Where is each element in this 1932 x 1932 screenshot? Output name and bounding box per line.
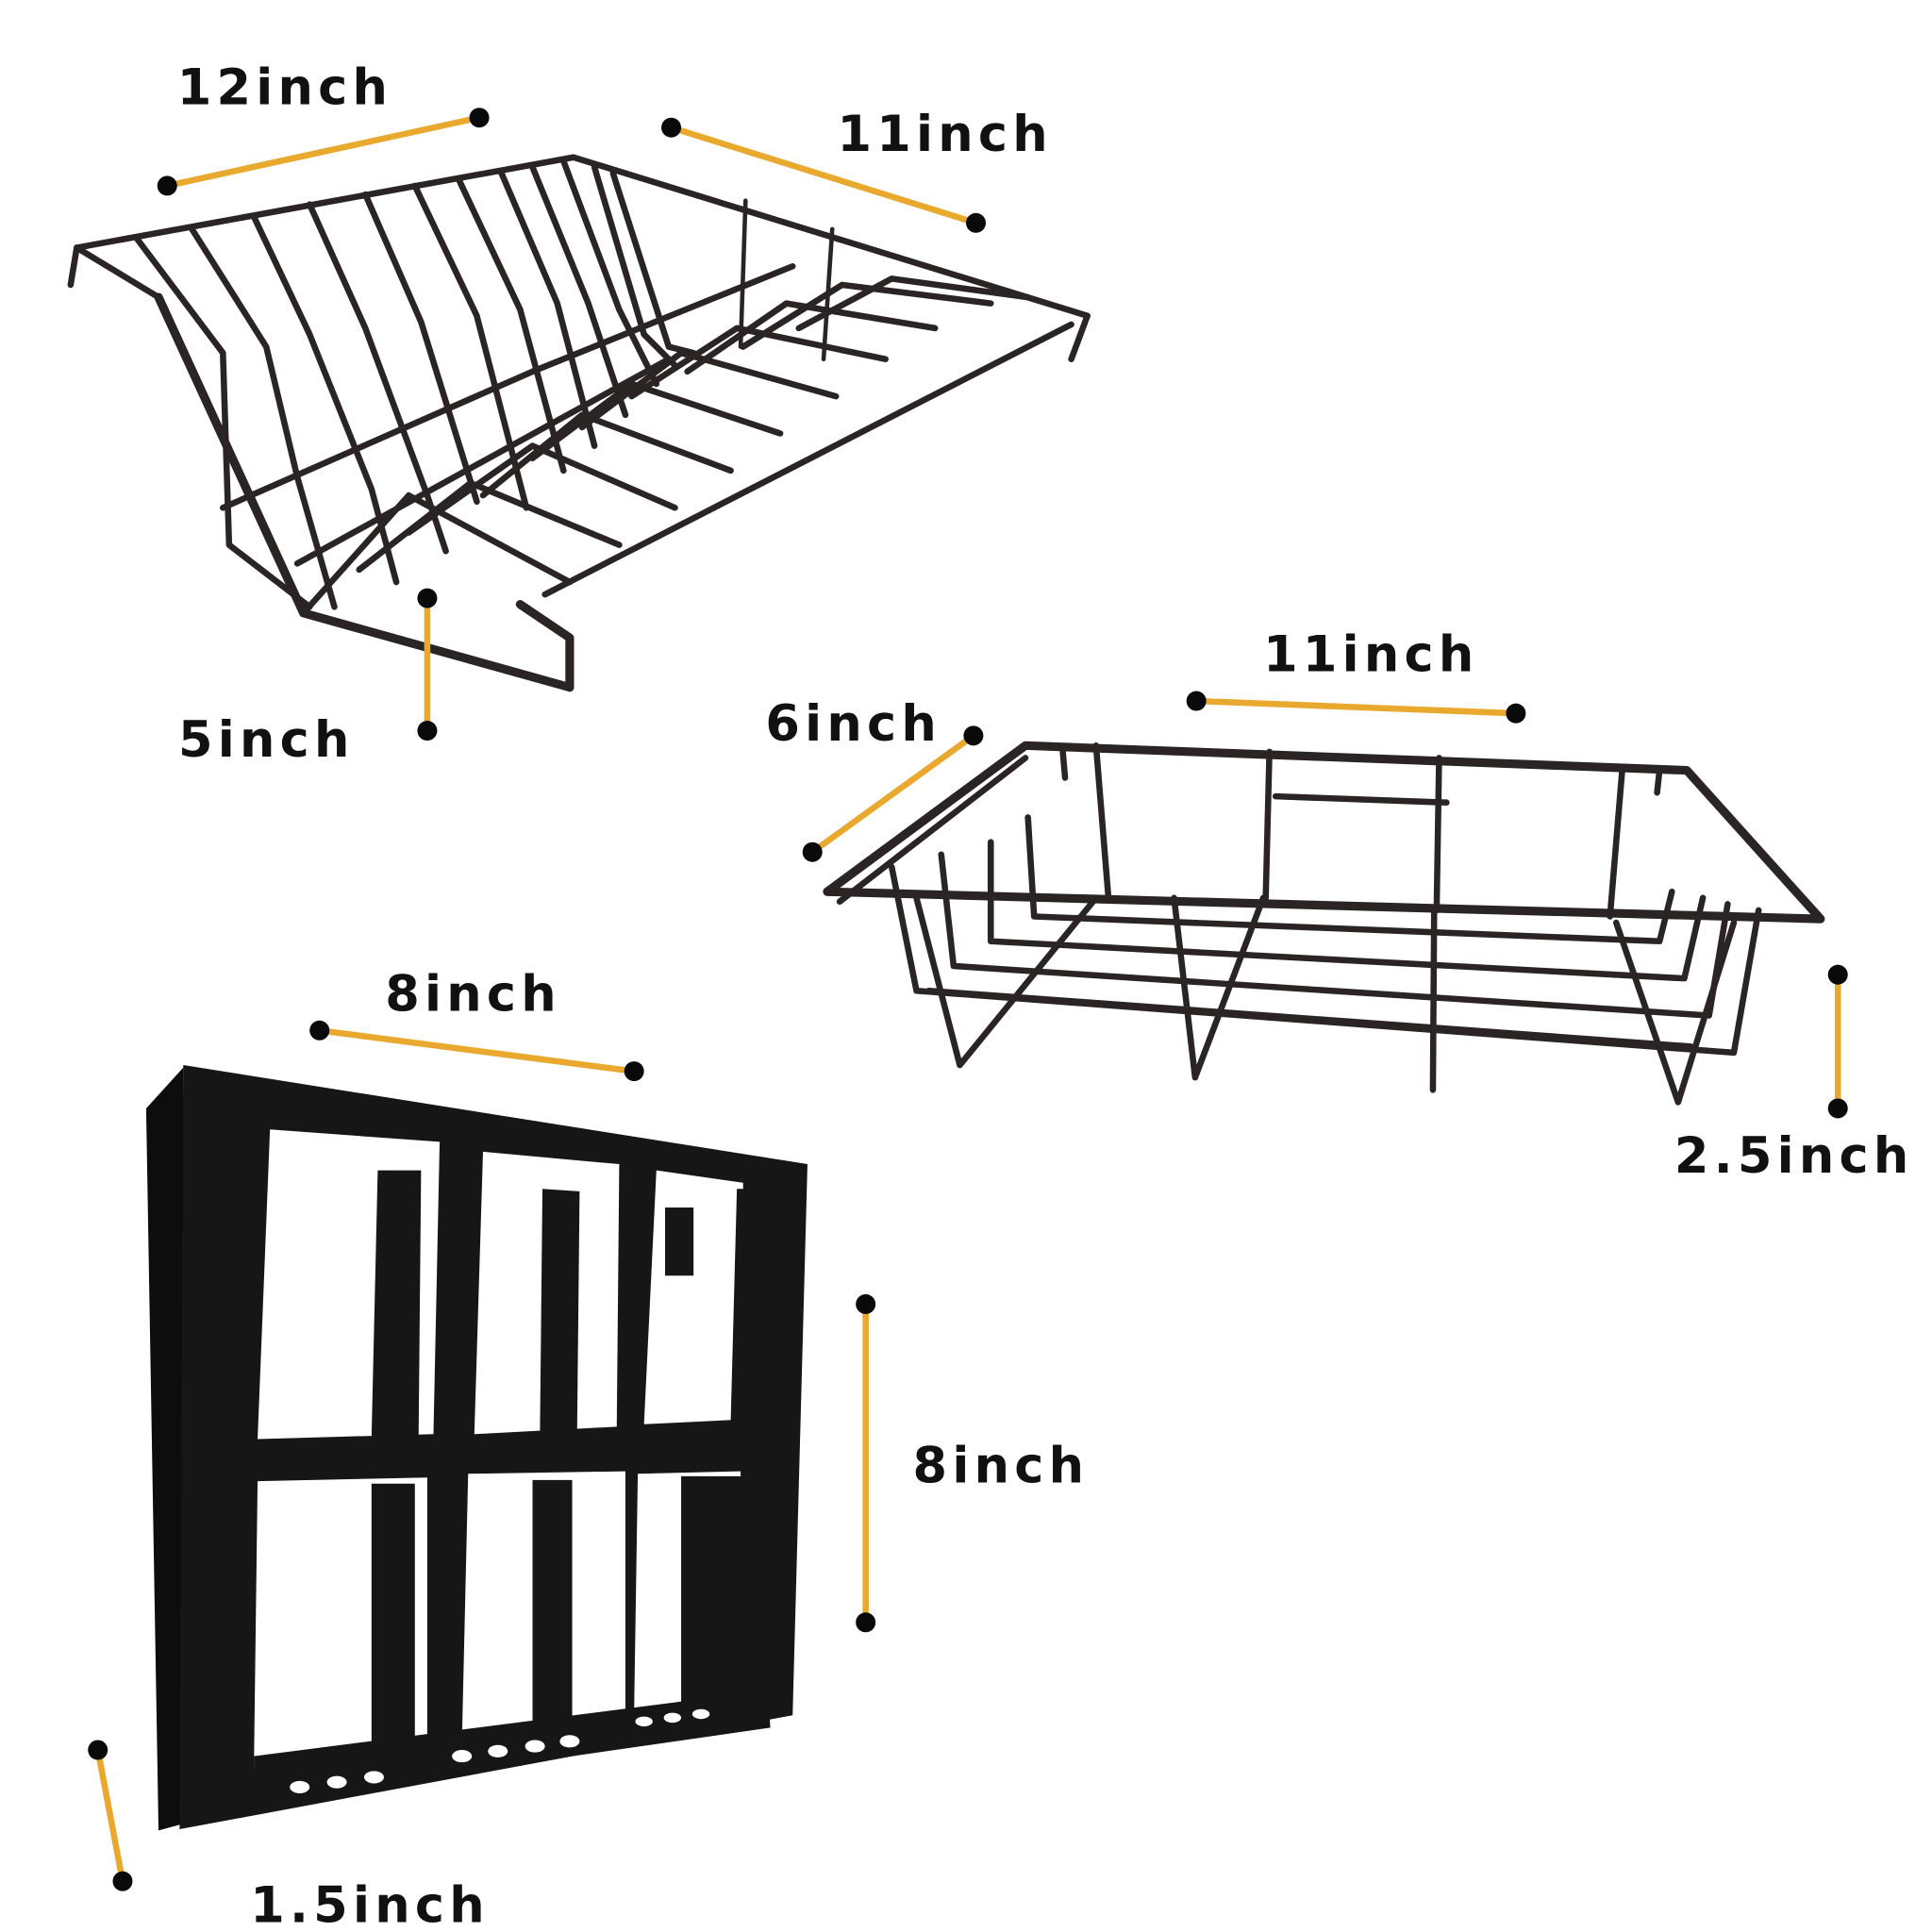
dimension-endpoint-dot (963, 725, 984, 746)
dimension-label: 8inch (385, 965, 561, 1023)
plate-rack-height-dimension: 5inch (178, 588, 438, 769)
dimension-endpoint-dot (661, 117, 682, 138)
dimension-endpoint-dot (1186, 691, 1207, 711)
utensil-holder-width-dimension: 8inch (309, 965, 644, 1082)
dimension-label: 5inch (178, 711, 355, 769)
dimension-endpoint-dot (1827, 1098, 1848, 1119)
dimension-endpoint-dot (966, 212, 987, 233)
dimension-endpoint-dot (417, 721, 438, 741)
dimension-endpoint-dot (1506, 703, 1526, 724)
dimension-endpoint-dot (856, 1293, 876, 1314)
dimension-endpoint-dot (417, 588, 438, 608)
dimension-endpoint-dot (309, 1020, 330, 1041)
dimension-endpoint-dot (112, 1871, 133, 1891)
dimension-label: 12inch (177, 58, 392, 116)
dimension-label: 8inch (913, 1437, 1090, 1494)
dimension-label: 1.5inch (250, 1876, 490, 1932)
dimension-label: 2.5inch (1674, 1127, 1914, 1185)
utensil-holder (145, 1065, 808, 1831)
wire-basket-depth-dimension: 6inch (765, 695, 984, 862)
wire-basket-width-dimension: 11inch (1186, 626, 1526, 724)
dimension-endpoint-dot (469, 108, 490, 128)
dimension-endpoint-dot (88, 1740, 108, 1760)
dimension-label: 11inch (837, 106, 1052, 163)
dimension-endpoint-dot (802, 841, 823, 862)
wire-basket-height-dimension: 2.5inch (1674, 964, 1914, 1185)
utensil-holder-depth-dimension: 1.5inch (88, 1740, 490, 1932)
dimension-label: 6inch (765, 695, 941, 753)
dimension-endpoint-dot (157, 175, 177, 196)
plate-rack-width-dimension: 11inch (661, 106, 1052, 233)
dimension-endpoint-dot (1827, 964, 1848, 985)
drain-holes (290, 1708, 710, 1793)
dimension-endpoint-dot (856, 1612, 876, 1633)
plate-rack (67, 154, 1091, 692)
dimension-label: 11inch (1263, 626, 1478, 684)
wire-basket (823, 741, 1825, 1106)
dimension-endpoint-dot (624, 1061, 644, 1082)
utensil-holder-height-dimension: 8inch (856, 1293, 1090, 1633)
plate-rack-length-dimension: 12inch (157, 58, 490, 196)
